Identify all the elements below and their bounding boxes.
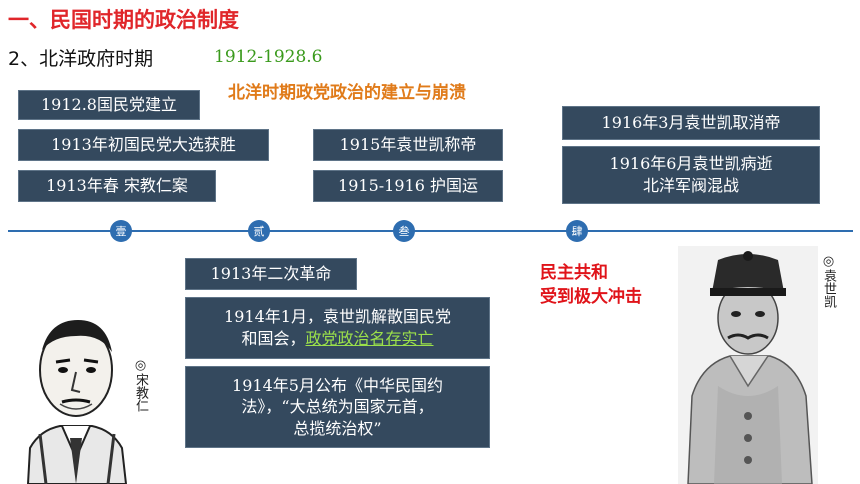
period-range: 1912-1928.6 xyxy=(214,47,323,67)
impact-note: 民主共和 受到极大冲击 xyxy=(540,262,642,310)
event-text-line: 1914年1月，袁世凯解散国民党 xyxy=(224,307,451,327)
song-jiaoren-portrait xyxy=(26,320,128,484)
section-heading: 北洋时期政党政治的建立与崩溃 xyxy=(228,83,466,103)
yuan-caption: ◎袁世凯 xyxy=(821,254,836,308)
highlight-text: 政党政治名存实亡 xyxy=(305,329,434,348)
event-text-line: 法》，“大总统为国家元首， xyxy=(241,397,434,417)
impact-line: 受到极大冲击 xyxy=(540,286,642,307)
impact-line: 民主共和 xyxy=(540,263,608,283)
timeline-marker-3: 叁 xyxy=(393,220,415,242)
page-title: 一、民国时期的政治制度 xyxy=(8,8,239,32)
event-text: 1912.8国民党建立 xyxy=(41,95,177,115)
event-dissolve-parliament: 1914年1月，袁世凯解散国民党 和国会，政党政治名存实亡 xyxy=(185,297,490,359)
yuan-shikai-portrait xyxy=(678,246,818,484)
event-text-line: 总揽统治权” xyxy=(293,418,382,438)
event-kmt-founded: 1912.8国民党建立 xyxy=(18,90,200,120)
event-text: 1913年二次革命 xyxy=(210,264,332,284)
timeline-marker-4: 肆 xyxy=(566,220,588,242)
event-yuan-cancel: 1916年3月袁世凯取消帝 xyxy=(562,106,820,140)
song-caption: ◎宋教仁 xyxy=(133,358,148,412)
event-text: 1915-1916 护国运 xyxy=(338,176,478,196)
event-text: 1916年3月袁世凯取消帝 xyxy=(601,113,781,133)
event-yuan-death: 1916年6月袁世凯病逝 北洋军阀混战 xyxy=(562,146,820,204)
event-yuan-emperor: 1915年袁世凯称帝 xyxy=(313,129,503,161)
event-text-prefix: 和国会， xyxy=(241,329,306,348)
event-kmt-election: 1913年初国民党大选获胜 xyxy=(18,129,269,161)
event-text-line: 北洋军阀混战 xyxy=(642,176,739,195)
event-song-case: 1913年春 宋教仁案 xyxy=(18,170,216,202)
event-text-line: 和国会，政党政治名存实亡 xyxy=(241,328,433,350)
event-text-line: 1914年5月公布《中华民国约 xyxy=(232,375,443,395)
timeline-marker-2: 贰 xyxy=(248,220,270,242)
event-second-revolution: 1913年二次革命 xyxy=(185,258,357,290)
timeline-marker-1: 壹 xyxy=(110,220,132,242)
event-text: 1913年春 宋教仁案 xyxy=(46,176,188,196)
event-text-line: 1916年6月袁世凯病逝 xyxy=(609,154,773,174)
event-protect-nation: 1915-1916 护国运 xyxy=(313,170,503,202)
event-text: 1913年初国民党大选获胜 xyxy=(51,135,236,155)
event-provisional-constitution: 1914年5月公布《中华民国约 法》，“大总统为国家元首， 总揽统治权” xyxy=(185,366,490,448)
section-subtitle: 2、北洋政府时期 xyxy=(8,48,154,70)
timeline-axis xyxy=(8,230,853,232)
event-text: 1915年袁世凯称帝 xyxy=(339,135,477,155)
